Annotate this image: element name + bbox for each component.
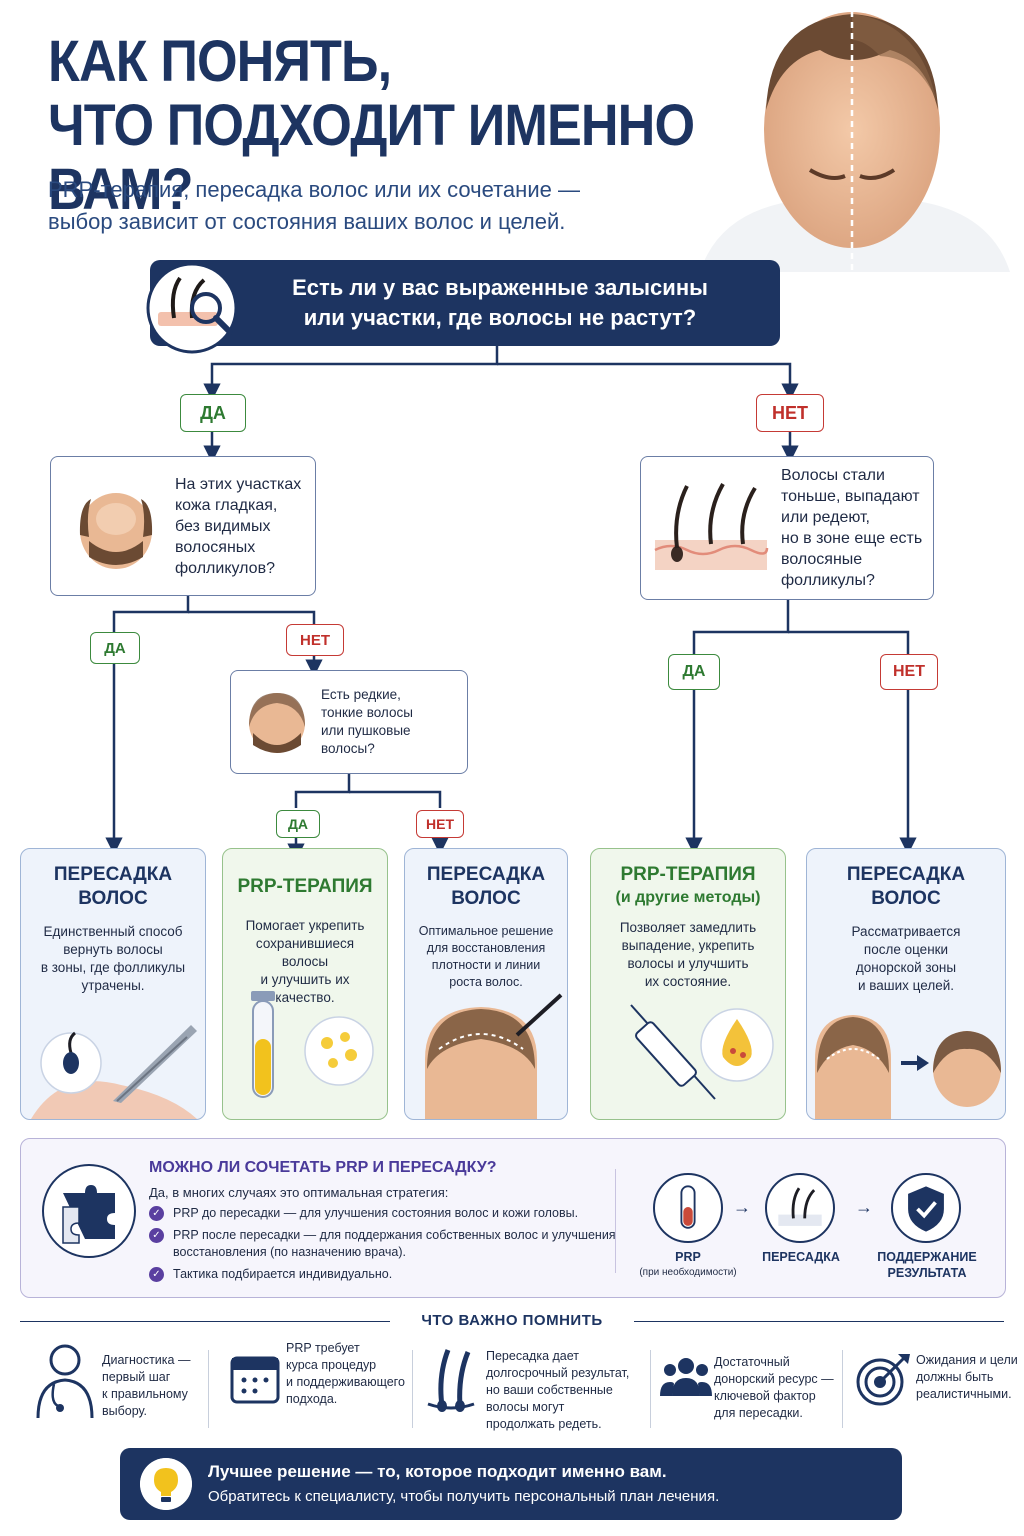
divider [634, 1321, 1004, 1322]
thinning-hair-icon [654, 483, 769, 570]
main-question-banner: Есть ли у вас выраженные залысины или уч… [150, 260, 780, 346]
result-card-prp-1: PRP-ТЕРАПИЯ Помогает укрепить сохранивши… [222, 848, 388, 1120]
hairline-marking-icon [425, 993, 563, 1119]
thin-hair-head-icon [249, 693, 305, 753]
combination-panel: МОЖНО ЛИ СОЧЕТАТЬ PRP И ПЕРЕСАДКУ? Да, в… [20, 1138, 1006, 1298]
yes-tag-right: ДА [668, 654, 720, 690]
page-subtitle: PRP-терапия, пересадка волос или их соче… [48, 177, 580, 234]
hair-follicle-icon [427, 1349, 475, 1412]
plasma-tube-icon [251, 991, 374, 1098]
remember-title: ЧТО ВАЖНО ПОМНИТЬ [421, 1312, 603, 1329]
tip-expectations: Ожидания и цели должны быть реалистичным… [850, 1340, 1020, 1440]
check-icon: ✓ [149, 1206, 164, 1221]
divider [842, 1350, 843, 1428]
tip-transplant-result: Пересадка дает долгосрочный результат, н… [420, 1340, 650, 1440]
lightbulb-icon [140, 1458, 192, 1510]
calendar-icon [230, 1356, 280, 1404]
prp-tube-step-icon [653, 1173, 723, 1243]
target-icon [856, 1354, 910, 1406]
middle-question-box: Есть редкие, тонкие волосы или пушковые … [230, 670, 468, 774]
before-after-heads-icon [815, 1015, 1001, 1119]
step-maintenance-label: ПОДДЕРЖАНИЕ РЕЗУЛЬТАТА [877, 1250, 977, 1280]
puzzle-icon [42, 1164, 136, 1258]
tip-diagnostics: Диагностика — первый шаг к правильному в… [20, 1340, 200, 1440]
yes-tag-left: ДА [90, 632, 140, 664]
tip-prp-course: PRP требует курса процедур и поддерживаю… [220, 1340, 410, 1440]
result-card-prp-2: PRP-ТЕРАПИЯ (и другие методы) Позволяет … [590, 848, 786, 1120]
tweezers-graft-icon [31, 1025, 197, 1119]
check-icon: ✓ [149, 1228, 164, 1243]
list-item: ✓PRP после пересадки — для поддержания с… [149, 1227, 619, 1261]
divider [650, 1350, 651, 1428]
arrow-icon: → [733, 1197, 751, 1217]
no-tag-right: НЕТ [880, 654, 938, 690]
step-transplant-label: ПЕРЕСАДКА [762, 1250, 840, 1264]
man-head-illustration [700, 0, 1010, 272]
scalp-magnifier-icon [146, 262, 238, 354]
yes-tag-main: ДА [180, 394, 246, 432]
bottom-banner: Лучшее решение — то, которое подходит им… [120, 1448, 902, 1520]
list-item: ✓Тактика подбирается индивидуально. [149, 1266, 619, 1283]
tip-donor-resource: Достаточный донорский ресурс — ключевой … [656, 1340, 836, 1440]
check-icon: ✓ [149, 1267, 164, 1282]
list-item: ✓PRP до пересадки — для улучшения состоя… [149, 1205, 619, 1222]
shield-check-icon [891, 1173, 961, 1243]
doctor-icon [36, 1344, 94, 1419]
divider [615, 1169, 616, 1273]
transplant-step-icon [765, 1173, 835, 1243]
no-tag-left: НЕТ [286, 624, 344, 656]
syringe-plasma-icon [630, 1004, 774, 1100]
divider [208, 1350, 209, 1428]
people-group-icon [660, 1358, 712, 1396]
arrow-icon: → [855, 1197, 873, 1217]
page-title: КАК ПОНЯТЬ, ЧТО ПОДХОДИТ ИМЕННО ВАМ? [48, 29, 695, 222]
no-tag-middle: НЕТ [416, 810, 464, 838]
yes-tag-middle: ДА [276, 810, 320, 838]
divider [20, 1321, 390, 1322]
no-tag-main: НЕТ [756, 394, 824, 432]
left-question-box: На этих участках кожа гладкая, без видим… [50, 456, 316, 596]
right-question-box: Волосы стали тоньше, выпадают или редеют… [640, 456, 934, 600]
balding-head-icon [79, 493, 153, 569]
step-prp-label: PRP (при необходимости) [639, 1250, 737, 1278]
divider [412, 1350, 413, 1428]
combo-list: ✓PRP до пересадки — для улучшения состоя… [149, 1205, 619, 1288]
